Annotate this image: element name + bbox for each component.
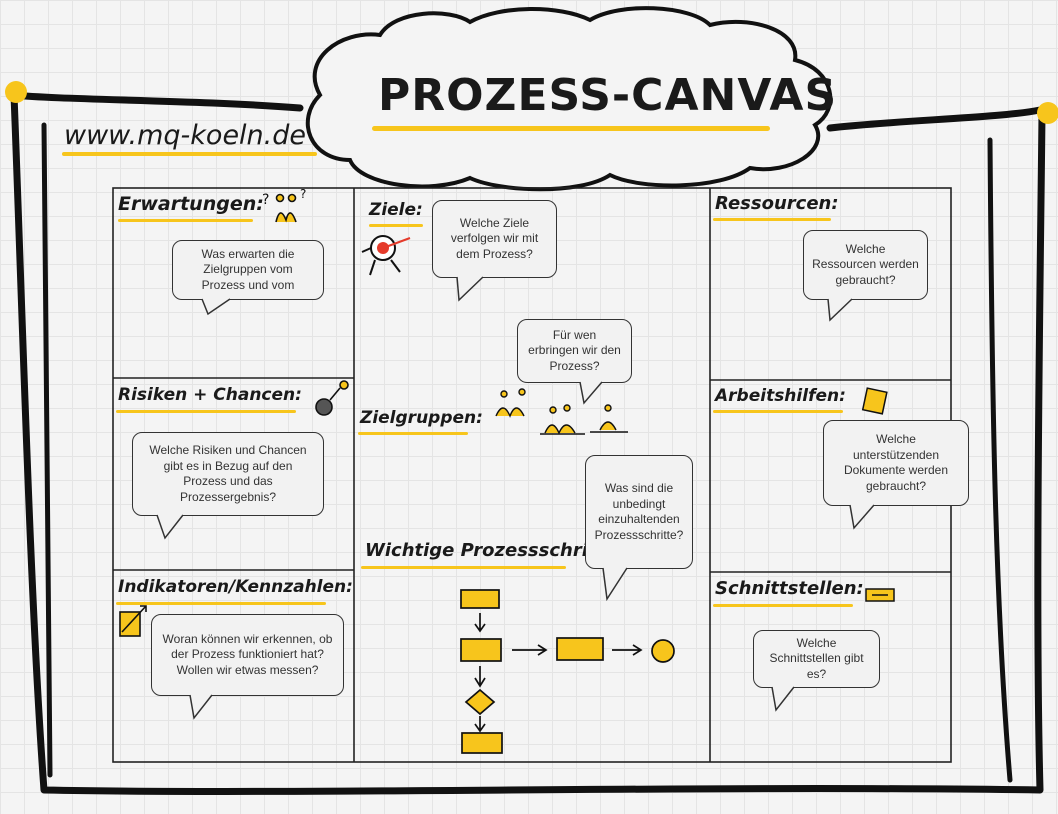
- bubble-tail: [771, 686, 795, 712]
- bomb-icon: [315, 380, 349, 416]
- question-ziele: Welche Ziele verfolgen wir mit dem Proze…: [450, 215, 539, 261]
- bubble-tail: [602, 567, 628, 601]
- bubble-indikatoren: Woran können wir erkennen, ob der Prozes…: [151, 614, 344, 696]
- title-underline: [372, 126, 770, 131]
- question-prozessschritte: Was sind die unbedingt einzuhaltenden Pr…: [594, 481, 684, 542]
- bubble-tail: [827, 298, 853, 322]
- bubble-arbeitshilfen: Welche unterstützenden Dokumente werden …: [823, 420, 969, 506]
- question-zielgruppen: Für wen erbringen wir den Prozess?: [528, 327, 621, 373]
- underline: [361, 566, 566, 569]
- chart-arrow-icon: [119, 605, 147, 637]
- bubble-tail: [189, 694, 213, 720]
- heading-prozessschritte: Wichtige Prozessschritte:: [365, 540, 625, 561]
- people-groups-icon: [495, 388, 628, 435]
- heading-risiken: Risiken + Chancen:: [118, 385, 302, 405]
- heading-ziele: Ziele:: [369, 200, 423, 220]
- corner-dot: [1037, 102, 1058, 124]
- bubble-tail: [156, 514, 184, 540]
- heading-arbeitshilfen: Arbeitshilfen:: [715, 386, 846, 406]
- question-schnittstellen: Welche Schnittstellen gibt es?: [769, 635, 864, 681]
- heading-erwartungen: Erwartungen:: [118, 193, 264, 215]
- bubble-ziele: Welche Ziele verfolgen wir mit dem Proze…: [432, 200, 557, 278]
- bubble-risiken: Welche Risiken und Chancen gibt es in Be…: [132, 432, 324, 516]
- flowchart-icon: [460, 589, 675, 754]
- title-cloud: [305, 6, 833, 192]
- underline: [116, 602, 326, 605]
- underline: [118, 219, 253, 222]
- bubble-prozessschritte: Was sind die unbedingt einzuhaltenden Pr…: [585, 455, 693, 569]
- underline: [116, 410, 296, 413]
- heading-schnittstellen: Schnittstellen:: [715, 578, 864, 599]
- people-question-icon: ? ?: [262, 187, 306, 223]
- underline: [713, 410, 843, 413]
- heading-indikatoren: Indikatoren/Kennzahlen:: [118, 577, 353, 597]
- heading-ressourcen: Ressourcen:: [715, 193, 839, 214]
- bubble-tail: [849, 504, 875, 530]
- question-indikatoren: Woran können wir erkennen, ob der Prozes…: [162, 631, 333, 677]
- document-icon: [861, 387, 888, 415]
- question-erwartungen: Was erwarten die Zielgruppen vom Prozess…: [201, 246, 295, 292]
- bubble-erwartungen: Was erwarten die Zielgruppen vom Prozess…: [172, 240, 324, 300]
- bubble-schnittstellen: Welche Schnittstellen gibt es?: [753, 630, 880, 688]
- heading-zielgruppen: Zielgruppen:: [360, 408, 483, 428]
- website-link[interactable]: www.mq-koeln.de: [64, 120, 306, 151]
- bubble-tail: [579, 381, 603, 405]
- svg-text:?: ?: [262, 192, 269, 208]
- website-underline: [62, 152, 317, 156]
- bubble-tail: [456, 276, 484, 302]
- bubble-ressourcen: Welche Ressourcen werden gebraucht?: [803, 230, 928, 300]
- canvas-grid: [112, 187, 952, 763]
- bubble-zielgruppen: Für wen erbringen wir den Prozess?: [517, 319, 632, 383]
- bubble-tail: [201, 298, 231, 316]
- underline: [713, 218, 831, 221]
- target-figure-icon: [361, 235, 411, 276]
- corner-dot: [5, 81, 27, 103]
- question-arbeitshilfen: Welche unterstützenden Dokumente werden …: [843, 432, 949, 493]
- underline: [358, 432, 468, 435]
- page-title: PROZESS-CANVAS: [378, 70, 838, 121]
- underline: [369, 224, 423, 227]
- question-ressourcen: Welche Ressourcen werden gebraucht?: [812, 241, 919, 287]
- question-risiken: Welche Risiken und Chancen gibt es in Be…: [149, 443, 307, 504]
- svg-text:?: ?: [300, 187, 306, 201]
- underline: [713, 604, 853, 607]
- connector-icon: [865, 588, 895, 602]
